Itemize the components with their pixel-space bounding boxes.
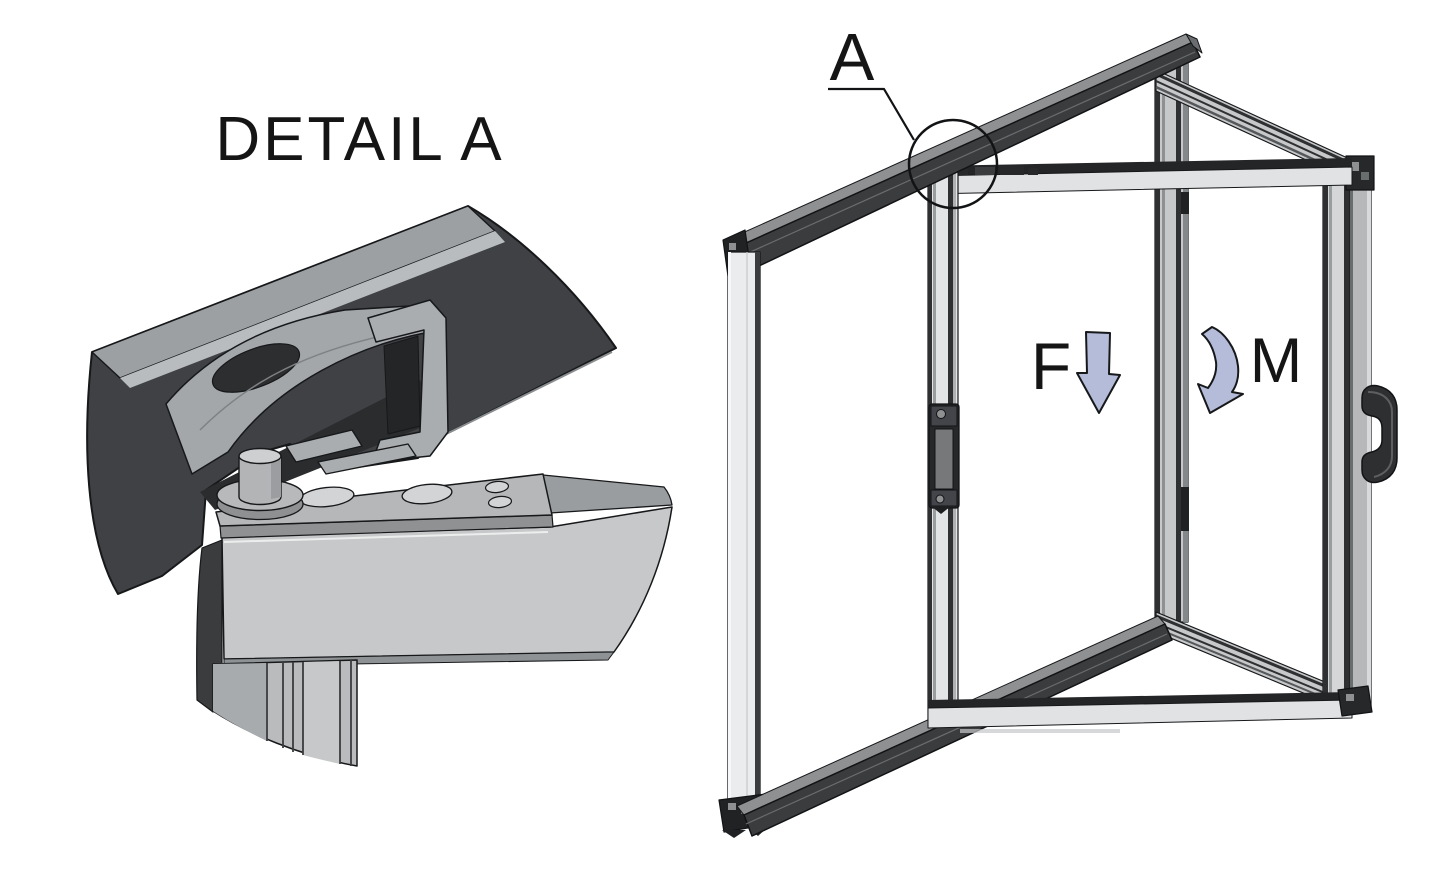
latch-assembly xyxy=(928,403,960,514)
latch-slider xyxy=(934,428,954,490)
detail-circle xyxy=(907,118,999,210)
rear-post-stripe xyxy=(1162,58,1165,622)
right-frame-post xyxy=(1349,163,1372,707)
hinge-clip xyxy=(1028,168,1038,175)
plate-screw-hole xyxy=(484,480,510,494)
rear-post-hinge-tab xyxy=(1181,192,1189,214)
hinge-rail-bottom-edge xyxy=(429,351,613,443)
latch-screw xyxy=(936,409,946,419)
rail-profile-cavity xyxy=(383,335,421,435)
stile-end-stripes xyxy=(266,660,352,766)
hinge-rail-highlight-strip xyxy=(120,231,505,388)
rear-post-stripe xyxy=(1176,58,1181,622)
rail-lip-finger xyxy=(285,429,363,463)
moment-arrow-icon xyxy=(1197,326,1244,414)
force-label: F xyxy=(1031,329,1071,403)
rail-lip-finger-2 xyxy=(317,443,417,475)
beam-top-facet xyxy=(542,474,673,514)
leaf-left-post xyxy=(718,251,772,838)
leaf-top-rail xyxy=(722,33,1203,277)
hinge-clip xyxy=(958,169,968,175)
pivot-pin-body xyxy=(238,455,282,506)
rear-post-stripe xyxy=(1183,58,1188,622)
force-arrow-icon xyxy=(1076,331,1121,414)
pivot-pin-top xyxy=(238,447,282,465)
right-door-stile xyxy=(1322,181,1351,701)
latch-screw-2 xyxy=(935,494,945,504)
detail-callout-label: A xyxy=(830,20,875,95)
stile-end-mid-face xyxy=(303,661,340,764)
pivot-pin-shade xyxy=(271,456,281,499)
hinge-arm-slot-hole xyxy=(211,343,301,393)
assembly-view: A F M xyxy=(718,20,1398,838)
hinge-clip xyxy=(975,167,995,175)
door-bottom-rail xyxy=(927,692,1353,733)
stile-end-left-face xyxy=(213,663,267,741)
detail-leader-line xyxy=(828,87,915,141)
bottom-right-corner-bracket xyxy=(1337,685,1373,717)
detail-view-title: DETAIL A xyxy=(215,105,504,174)
plate-slot-hole-2 xyxy=(401,483,453,505)
plate-screw-hole-2 xyxy=(487,495,513,509)
rear-post xyxy=(1154,57,1189,623)
hinge-clip xyxy=(1000,166,1024,175)
detail-a-view: DETAIL A xyxy=(86,105,673,767)
rear-post-stripe xyxy=(1155,58,1160,622)
beam-top-highlight xyxy=(223,531,549,543)
door-handle xyxy=(1361,384,1398,484)
door-top-rail xyxy=(927,158,1353,195)
moment-label: M xyxy=(1250,326,1302,396)
beam-front-face xyxy=(221,506,673,660)
rear-post-hinge-tab-2 xyxy=(1181,487,1189,531)
hinge-arm-edge-line xyxy=(199,331,401,431)
